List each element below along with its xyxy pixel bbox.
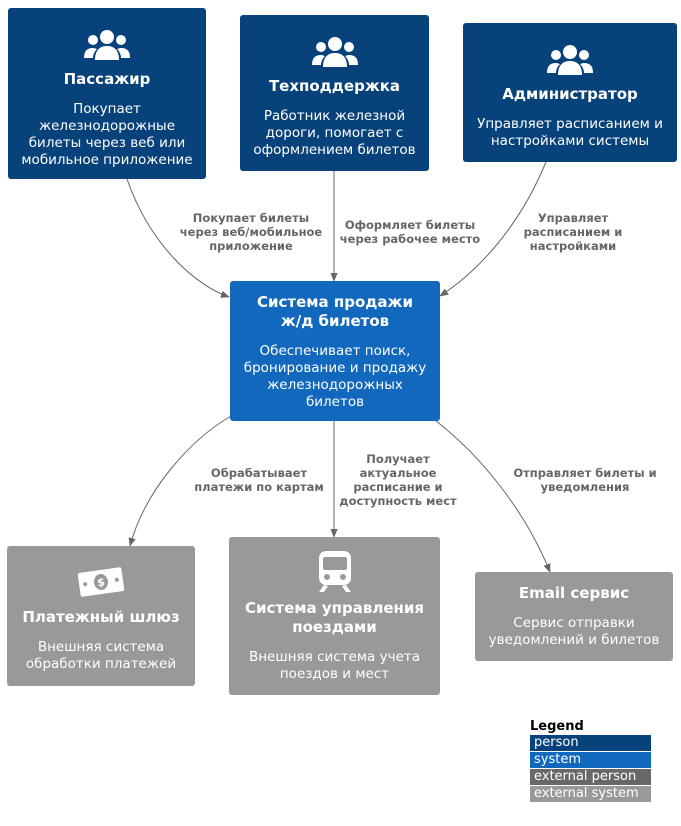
legend-item-person: person [530,735,651,751]
train-icon [318,551,351,592]
edge-label-support-system: Оформляет билеты через рабочее место [339,218,481,246]
edge-system-to-email [435,420,551,573]
node-description: Внешняя система учета поездов и мест [248,649,421,682]
edge-label-system-trains: Получает актуальное расписание и доступн… [339,452,457,508]
node-description: Сервис отправки уведомлений и билетов [488,615,660,648]
node-description: Обеспечивает поиск, бронирование и прода… [243,343,427,410]
external-system-email[interactable]: Email сервис Сервис отправки уведомлений… [475,572,673,661]
person-admin[interactable]: Администратор Управляет расписанием и на… [463,23,677,162]
node-title: Техподдержка [268,77,401,95]
legend-title: Legend [530,719,584,734]
node-title: Система продажи ж/д билетов [257,293,413,330]
legend-item-external-person: external person [530,769,651,785]
node-title: Пассажир [63,70,151,88]
external-system-payment-gateway[interactable]: $ Платежный шлюз Внешняя система обработ… [7,546,195,686]
node-description: Внешняя система обработки платежей [25,639,177,672]
edge-passenger-to-system [126,178,230,298]
edge-label-system-payment: Обрабатывает платежи по картам [194,466,324,494]
person-support[interactable]: Техподдержка Работник железной дороги, п… [240,15,429,171]
node-description: Покупает железнодорожные билеты через ве… [21,101,193,168]
node-description: Работник железной дороги, помогает с офо… [253,108,416,158]
person-passenger[interactable]: Пассажир Покупает железнодорожные билеты… [8,8,206,179]
node-title: Администратор [502,85,638,103]
node-title: Email сервис [518,584,630,602]
edge-label-admin-system: Управляет расписанием и настройками [523,211,623,253]
money-bill-icon: $ [77,567,125,597]
svg-text:$: $ [96,576,105,590]
legend: Legend person system external person ext… [530,718,651,803]
users-icon [547,45,593,75]
node-title: Платежный шлюз [22,608,180,626]
edge-label-passenger-system: Покупает билеты через веб/мобильное прил… [179,211,323,253]
edge-admin-to-system [439,161,547,297]
users-icon [84,30,130,60]
edge-label-system-email: Отправляет билеты и уведомления [513,466,657,494]
node-description: Управляет расписанием и настройками сист… [477,116,663,149]
node-title: Система управления поездами [244,599,425,636]
external-system-train-management[interactable]: Система управления поездами Внешняя сист… [229,537,440,695]
users-icon [311,37,358,67]
legend-item-system: system [530,752,651,768]
system-ticket-sales[interactable]: Система продажи ж/д билетов Обеспечивает… [230,281,440,421]
edge-system-to-payment [128,415,232,547]
legend-item-external-system: external system [530,786,651,802]
